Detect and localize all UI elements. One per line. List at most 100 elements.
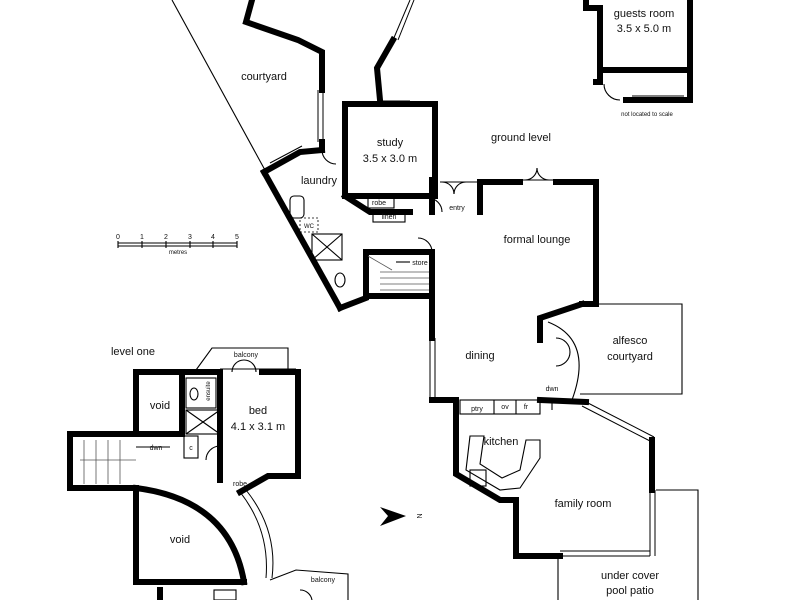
laundry-window (269, 145, 303, 164)
level-one-label: level one (111, 346, 155, 358)
alfresco-bay-curve (547, 321, 580, 401)
shower-box (311, 233, 343, 261)
alfresco-door-swing-2 (555, 351, 571, 367)
bed-door-swing (205, 445, 221, 461)
formal-lounge-wall (477, 179, 523, 215)
north-arrow-icon (380, 507, 406, 526)
robe-label-ground: robe (372, 200, 386, 207)
ensuite-room (185, 377, 217, 409)
guests-room-wall-bottom (593, 67, 603, 85)
scale-label-5: 5 (235, 234, 239, 241)
void-lower-wall (133, 485, 247, 585)
balcony-lower-outline (269, 569, 349, 600)
ground-level-plan: courtyard study 3.5 x 3.0 m laundry robe… (171, 0, 699, 600)
void-curve-wall (132, 484, 248, 586)
dwn-label-level-one: dwn (150, 445, 163, 452)
laundry-label: laundry (301, 175, 338, 187)
alfesco-label: alfesco (613, 335, 648, 347)
kitchen-label: kitchen (484, 436, 519, 448)
pantry-label: ptry (471, 406, 483, 413)
balcony-door-left (231, 359, 245, 373)
balcony-lower-step (213, 589, 237, 600)
scale-label-4: 4 (211, 234, 215, 241)
courtyard-wall-left (242, 0, 325, 93)
kitchen-wall (453, 397, 519, 503)
alfresco-door-swing-1 (555, 337, 571, 353)
robe-label-bed: robe (233, 481, 247, 488)
not-to-scale-label: not located to scale (621, 112, 673, 118)
alfresco-courtyard-outline (580, 303, 683, 395)
ground-level-label: ground level (491, 132, 551, 144)
stair-diag (367, 255, 393, 271)
ensuite-shower (185, 409, 221, 435)
balcony-lower-door (299, 589, 313, 600)
toilet (334, 272, 346, 288)
guests-door-swing (603, 83, 621, 101)
stair-block (363, 249, 435, 299)
gallery-curve-window-2 (245, 489, 274, 579)
laundry-wall-left (259, 146, 326, 177)
courtyard-wall-right (373, 35, 398, 104)
gallery-curve-window (239, 491, 267, 579)
family-room-wall (536, 396, 590, 406)
kitchen-bench (459, 399, 541, 415)
scale-label-1: 1 (140, 234, 144, 241)
ensuite-label: ensuite (206, 381, 212, 401)
alfesco-courtyard-label: courtyard (607, 351, 653, 363)
study-size: 3.5 x 3.0 m (363, 153, 417, 165)
study-label: study (377, 137, 404, 149)
balcony-door-right (243, 359, 257, 373)
fridge-label: fr (524, 404, 529, 411)
wc-room (299, 217, 319, 233)
balcony-lower-label: balcony (311, 577, 336, 584)
scale-label-0: 0 (116, 234, 120, 241)
store-label: store (412, 260, 428, 267)
entry-door-right (453, 181, 467, 195)
under-cover-label: under cover (601, 570, 659, 582)
void-upper-outline (133, 369, 185, 437)
guests-room-size: 3.5 x 5.0 m (617, 23, 671, 35)
family-window-diag-2 (585, 401, 655, 438)
robe-cupboard (367, 195, 395, 209)
shower-cross-2 (311, 233, 343, 261)
oven-label: ov (501, 404, 509, 411)
family-window-diag (581, 405, 653, 443)
level-one-plan: level one balcony void ensuite bed 4.1 x… (67, 346, 349, 600)
kitchen-island (465, 435, 541, 491)
dining-label: dining (465, 350, 494, 362)
level-one-wall-top-right (235, 369, 301, 497)
void-lower-label: void (170, 534, 190, 546)
dwn-label-ground: dwn (546, 386, 559, 393)
ensuite-shower-cross-2 (185, 409, 221, 435)
stove-top (469, 469, 487, 487)
lounge-door-right (536, 167, 550, 181)
alfresco-wall (537, 300, 586, 343)
laundry-wall-diagonal (259, 167, 345, 313)
entry-label: entry (449, 205, 465, 212)
family-room-wall-bottom (513, 497, 563, 559)
courtyard-window-right (392, 0, 411, 41)
guests-room-bottom (623, 67, 693, 103)
scale-label-2: 2 (164, 234, 168, 241)
scale-unit-label: metres (169, 250, 187, 256)
courtyard-window-right-2 (397, 0, 415, 41)
formal-lounge-label: formal lounge (504, 234, 571, 246)
lounge-door-left (524, 167, 538, 181)
cupboard-label: c (189, 445, 193, 452)
bed-size: 4.1 x 3.1 m (231, 421, 285, 433)
guests-room-label: guests room (614, 8, 675, 20)
guests-room-outline (583, 0, 693, 73)
study-room-outline (342, 101, 438, 199)
pool-patio-outline-right (656, 489, 699, 600)
laundry-tub (289, 195, 305, 219)
study-lower-wall (340, 191, 413, 215)
bed-label: bed (249, 405, 267, 417)
courtyard-label: courtyard (241, 71, 287, 83)
laundry-door-swing (321, 149, 337, 165)
ensuite-basin (189, 387, 199, 401)
linen-label: linen (382, 214, 397, 221)
north-arrow: N (380, 507, 424, 526)
scale-label-3: 3 (188, 234, 192, 241)
entry-door-left (441, 181, 455, 195)
